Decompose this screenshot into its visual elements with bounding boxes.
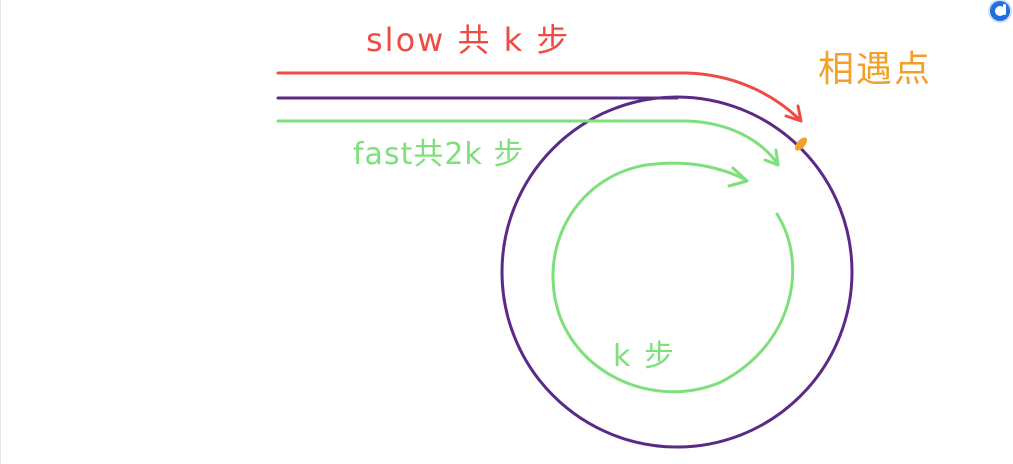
- k-steps-label: k 步: [613, 339, 676, 374]
- fast-inner-loop-arrowhead: [727, 166, 749, 188]
- app-badge-stem: [1003, 4, 1006, 15]
- slow-path: [276, 71, 801, 121]
- app-badge-icon[interactable]: [990, 1, 1010, 21]
- slow-label: slow 共 k 步: [366, 21, 571, 59]
- app-badge-inner: [995, 6, 1005, 16]
- meeting-point-label: 相遇点: [818, 49, 933, 90]
- slow-arrowhead: [784, 104, 803, 123]
- fast-arrowhead: [763, 148, 780, 167]
- fast-path: [276, 119, 779, 165]
- fast-inner-loop: [551, 161, 795, 394]
- fast-label: fast共2k 步: [353, 137, 525, 172]
- meeting-point-marker: [795, 137, 807, 151]
